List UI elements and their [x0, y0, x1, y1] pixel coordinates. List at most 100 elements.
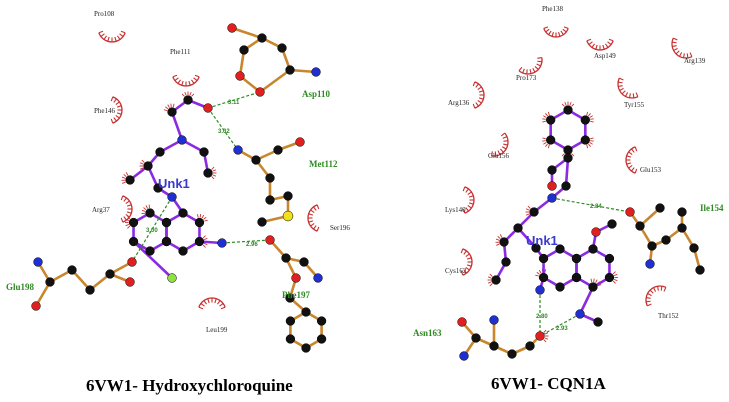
arc-tick	[462, 208, 466, 214]
arc-tick	[308, 220, 314, 223]
bond	[170, 110, 184, 142]
arc-tick	[663, 287, 667, 292]
lash-tick	[613, 278, 618, 282]
atom	[546, 135, 556, 145]
lash-tick	[125, 223, 130, 227]
arc-tick	[595, 44, 598, 50]
arc-tick	[214, 298, 217, 304]
atom	[571, 272, 582, 283]
lash-tick	[487, 276, 492, 279]
arc-tick	[465, 207, 469, 212]
arc-tick	[308, 213, 314, 216]
atom	[251, 155, 261, 165]
atom	[255, 87, 265, 97]
distance-label: 2.93	[556, 326, 568, 332]
bond	[258, 68, 292, 94]
atom	[291, 273, 301, 283]
atom	[67, 265, 77, 275]
atom	[625, 207, 635, 217]
arc-tick	[113, 98, 117, 103]
atom-contact-lash	[542, 137, 550, 149]
lash-tick	[536, 271, 540, 275]
atom	[265, 235, 275, 245]
arc-tick	[562, 28, 567, 33]
arc-tick	[626, 155, 632, 158]
arc-tick	[177, 79, 182, 84]
atom	[167, 107, 177, 117]
arc-tick	[537, 57, 542, 59]
atom	[167, 273, 177, 283]
lash-tick	[181, 93, 185, 97]
lash-tick	[139, 167, 144, 170]
hydrogen-bond-line	[221, 239, 271, 244]
residue-label-pro108: Pro108	[94, 10, 115, 18]
atom	[233, 145, 243, 155]
lash-tick	[612, 271, 616, 275]
lash-tick	[212, 174, 217, 177]
caption-left: 6VW1- Hydroxychloroquine	[86, 376, 293, 395]
arc-tick	[632, 93, 635, 98]
arc-tick	[103, 35, 108, 40]
residue-label-arg136: Arg136	[448, 99, 470, 107]
lash-tick	[538, 269, 542, 274]
residue-bonds	[34, 26, 702, 358]
residue-label-tyr155: Tyr155	[624, 101, 645, 109]
arc-tick	[478, 90, 484, 93]
atom	[277, 43, 287, 53]
lash-tick	[141, 159, 145, 163]
arc-tick	[647, 303, 652, 307]
atom	[145, 246, 155, 256]
lash-tick	[525, 213, 530, 216]
lash-tick	[121, 176, 126, 179]
lash-tick	[612, 280, 616, 284]
atoms	[31, 23, 705, 361]
arc-tick	[500, 132, 506, 137]
arc-tick	[497, 150, 501, 155]
distance-label: 2.84	[590, 204, 602, 210]
arc-tick	[115, 114, 120, 119]
atom	[507, 349, 517, 359]
arc-tick	[634, 146, 638, 152]
atom	[604, 272, 615, 283]
arc-tick	[634, 168, 638, 174]
distance-label: 2.96	[246, 242, 258, 248]
arc-tick	[631, 167, 635, 172]
atom-contact-lash	[495, 234, 503, 246]
atom	[239, 45, 249, 55]
atom	[217, 238, 227, 248]
lash-tick	[165, 106, 169, 110]
lash-tick	[595, 279, 598, 283]
lash-tick	[496, 243, 500, 246]
arc-tick	[116, 112, 122, 115]
hydrophobic-contact-arc	[617, 77, 639, 99]
atom	[525, 341, 535, 351]
residue-label-asp149: Asp149	[594, 52, 616, 60]
lash-tick	[202, 244, 206, 248]
atom	[316, 334, 327, 344]
arc-tick	[123, 197, 127, 202]
lash-tick	[212, 169, 217, 172]
arc-tick	[500, 148, 504, 153]
arc-tick	[537, 60, 542, 63]
arc-tick	[172, 74, 178, 78]
arc-tick	[477, 99, 482, 104]
arc-tick	[220, 306, 226, 310]
hydrophobic-contact-arc	[120, 195, 133, 223]
arc-tick	[98, 30, 104, 34]
lash-tick	[543, 329, 547, 333]
atom	[316, 316, 327, 326]
arc-tick	[591, 43, 596, 48]
lash-tick	[163, 109, 168, 112]
arc-tick	[494, 151, 497, 156]
residue-label-leu199: Leu199	[206, 326, 228, 334]
atom	[313, 273, 323, 283]
atom	[257, 33, 267, 43]
hydrophobic-arcs	[98, 26, 693, 343]
hydrophobic-contact-arc	[172, 74, 200, 87]
arc-curve	[671, 37, 693, 59]
atom	[227, 23, 237, 33]
lash-tick	[586, 144, 589, 149]
atom-contact-lash	[487, 273, 493, 287]
atom	[655, 203, 665, 213]
